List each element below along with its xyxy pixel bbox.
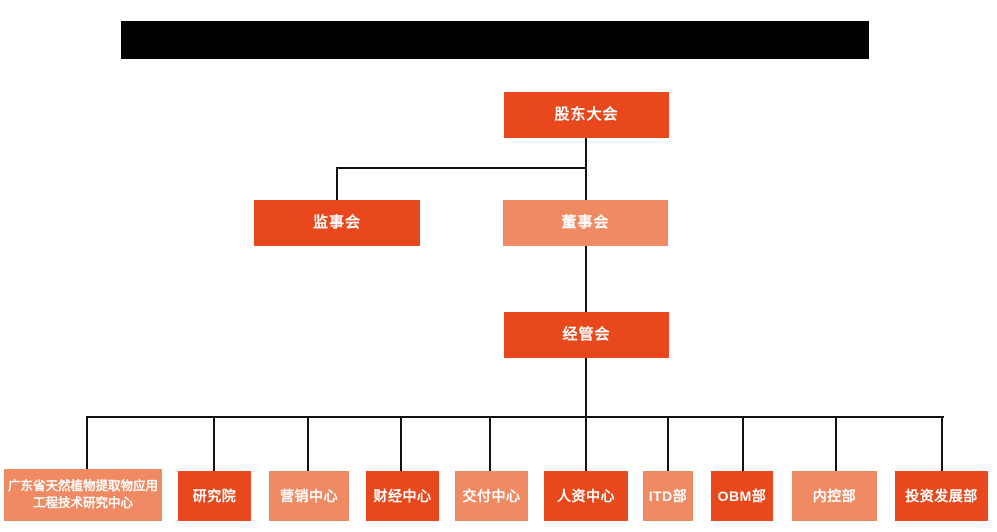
connector-line [835,416,837,471]
org-node-board-of-directors: 董事会 [503,200,668,246]
org-node-research-institute: 研究院 [178,471,251,521]
connector-line [86,416,944,418]
connector-line [667,416,669,471]
org-node-investment-development-dept: 投资发展部 [895,471,988,521]
redacted-title-bar [121,21,869,59]
connector-line [585,358,587,418]
org-node-internal-control-dept: 内控部 [792,471,877,521]
connector-line [336,167,338,200]
org-node-supervisory-board: 监事会 [254,200,420,246]
connector-line [86,416,88,470]
org-node-shareholders-meeting: 股东大会 [504,92,669,138]
connector-line [400,416,402,471]
org-node-gd-plant-extract-research-center: 广东省天然植物提取物应用工程技术研究中心 [4,469,162,521]
connector-line [585,138,587,200]
connector-line [585,416,587,471]
connector-line [585,246,587,312]
connector-line [307,416,309,471]
org-node-hr-center: 人资中心 [544,471,628,521]
org-node-marketing-center: 营销中心 [269,471,349,521]
org-node-itd-dept: ITD部 [643,471,693,521]
connector-line [742,416,744,471]
connector-line [489,416,491,471]
org-node-finance-center: 财经中心 [366,471,439,521]
connector-line [213,416,215,471]
org-node-management-committee: 经管会 [504,312,669,358]
connector-line [336,167,587,169]
org-node-delivery-center: 交付中心 [455,471,528,521]
org-node-obm-dept: OBM部 [711,471,773,521]
connector-line [941,416,943,471]
